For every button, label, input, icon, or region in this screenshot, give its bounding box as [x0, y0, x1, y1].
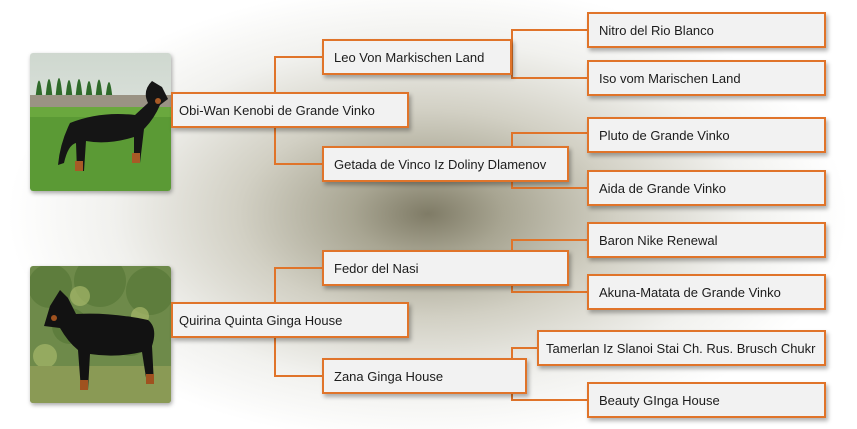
sire-dam-name: Getada de Vinco Iz Doliny Dlamenov	[334, 156, 547, 172]
dam-name: Quirina Quinta Ginga House	[179, 312, 343, 328]
dam-sire-box[interactable]: Fedor del Nasi	[322, 250, 569, 286]
dam-dam-box[interactable]: Zana Ginga House	[322, 358, 527, 394]
sire-dam-dam-box[interactable]: Aida de Grande Vinko	[587, 170, 826, 206]
sire-dam-box[interactable]: Getada de Vinco Iz Doliny Dlamenov	[322, 146, 569, 182]
dam-dam-name: Zana Ginga House	[334, 368, 444, 384]
sire-sire-sire-name: Nitro del Rio Blanco	[599, 22, 714, 38]
dam-sire-dam-box[interactable]: Akuna-Matata de Grande Vinko	[587, 274, 826, 310]
sire-sire-box[interactable]: Leo Von Markischen Land	[322, 39, 512, 75]
sire-dam-sire-name: Pluto de Grande Vinko	[599, 127, 730, 143]
dam-dog-photo	[30, 266, 171, 403]
sire-dog-photo	[30, 53, 171, 191]
sire-box[interactable]: Obi-Wan Kenobi de Grande Vinko	[171, 92, 409, 128]
dam-sire-sire-box[interactable]: Baron Nike Renewal	[587, 222, 826, 258]
sire-name: Obi-Wan Kenobi de Grande Vinko	[179, 102, 375, 118]
dam-dam-dam-name: Beauty GInga House	[599, 392, 720, 408]
sire-sire-name: Leo Von Markischen Land	[334, 49, 485, 65]
sire-sire-sire-box[interactable]: Nitro del Rio Blanco	[587, 12, 826, 48]
dam-dam-sire-box[interactable]: Tamerlan Iz Slanoi Stai Ch. Rus. Brusch …	[537, 330, 826, 366]
dam-dam-sire-name: Tamerlan Iz Slanoi Stai Ch. Rus. Brusch …	[546, 340, 816, 356]
dam-dam-dam-box[interactable]: Beauty GInga House	[587, 382, 826, 418]
dam-sire-sire-name: Baron Nike Renewal	[599, 232, 718, 248]
sire-dam-sire-box[interactable]: Pluto de Grande Vinko	[587, 117, 826, 153]
dam-sire-name: Fedor del Nasi	[334, 260, 419, 276]
sire-sire-dam-name: Iso vom Marischen Land	[599, 70, 741, 86]
connector-sire-sire	[511, 29, 587, 79]
sire-dam-dam-name: Aida de Grande Vinko	[599, 180, 726, 196]
sire-sire-dam-box[interactable]: Iso vom Marischen Land	[587, 60, 826, 96]
dam-sire-dam-name: Akuna-Matata de Grande Vinko	[599, 284, 781, 300]
dam-box[interactable]: Quirina Quinta Ginga House	[171, 302, 409, 338]
